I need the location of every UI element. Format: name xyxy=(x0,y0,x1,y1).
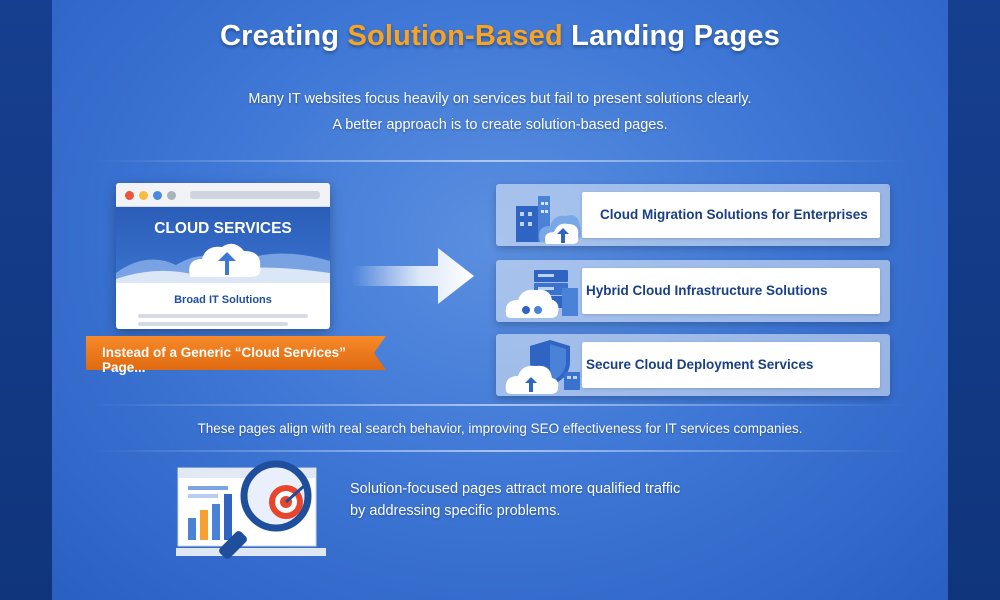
intro-line-1: Many IT websites focus heavily on servic… xyxy=(248,91,752,107)
magnifier-target-chart-icon xyxy=(176,460,326,559)
generic-page-heading: CLOUD SERVICES xyxy=(154,220,292,237)
solution-card-hybrid-cloud: Hybrid Cloud Infrastructure Solutions xyxy=(496,260,890,322)
lower-divider xyxy=(92,450,908,452)
right-side-band xyxy=(948,0,1000,600)
browser-dot-blue xyxy=(153,191,162,200)
content-line xyxy=(138,314,308,318)
alignment-note: These pages align with real search behav… xyxy=(197,421,803,436)
intro-line-2: A better approach is to create solution-… xyxy=(332,117,668,133)
browser-toolbar xyxy=(116,183,330,207)
generic-page-subheading: Broad IT Solutions xyxy=(174,294,272,306)
cloud-upload-icon xyxy=(116,243,330,283)
cloud-building-icon xyxy=(516,196,581,244)
browser-url-bar xyxy=(190,191,320,199)
solution-card-secure-deployment: Secure Cloud Deployment Services xyxy=(496,334,890,396)
cloud-shield-icon xyxy=(505,340,580,394)
solution-label-secure-deployment: Secure Cloud Deployment Services xyxy=(586,357,814,372)
solution-card-label-box: Hybrid Cloud Infrastructure Solutions xyxy=(582,268,880,314)
hybrid-cloud-server-icon xyxy=(505,270,578,318)
solution-card-cloud-migration: Cloud Migration Solutions for Enterprise… xyxy=(496,184,890,246)
generic-page-ribbon xyxy=(86,336,386,370)
ribbon-label: Instead of a Generic “Cloud Services” Pa… xyxy=(102,345,346,375)
solution-label-hybrid-cloud: Hybrid Cloud Infrastructure Solutions xyxy=(586,283,828,298)
middle-divider xyxy=(92,404,908,406)
browser-hero: CLOUD SERVICES xyxy=(116,207,330,283)
title-prefix: Creating xyxy=(219,20,348,52)
page-title: Creating Solution-Based Landing Pages xyxy=(52,20,948,53)
benefit-text: Solution-focused pages attract more qual… xyxy=(350,478,730,522)
content-line xyxy=(138,322,288,326)
browser-dot-grey xyxy=(167,191,176,200)
generic-page-mockup: CLOUD SERVICES Broad IT Solutions xyxy=(116,183,330,329)
benefit-line-1: Solution-focused pages attract more qual… xyxy=(350,481,681,497)
intro-text: Many IT websites focus heavily on servic… xyxy=(52,86,948,138)
left-side-band xyxy=(0,0,52,600)
solution-card-label-box: Secure Cloud Deployment Services xyxy=(582,342,880,388)
infographic-canvas: Creating Solution-Based Landing Pages Ma… xyxy=(52,0,948,600)
solution-label-cloud-migration: Cloud Migration Solutions for Enterprise… xyxy=(600,207,868,222)
title-highlight: Solution-Based xyxy=(347,20,563,52)
title-suffix: Landing Pages xyxy=(562,20,781,52)
browser-dot-yellow xyxy=(139,191,148,200)
benefit-line-2: by addressing specific problems. xyxy=(350,503,561,519)
right-arrow-icon xyxy=(352,248,474,304)
top-divider xyxy=(92,160,908,162)
browser-dot-red xyxy=(125,191,134,200)
solution-card-label-box: Cloud Migration Solutions for Enterprise… xyxy=(582,192,880,238)
